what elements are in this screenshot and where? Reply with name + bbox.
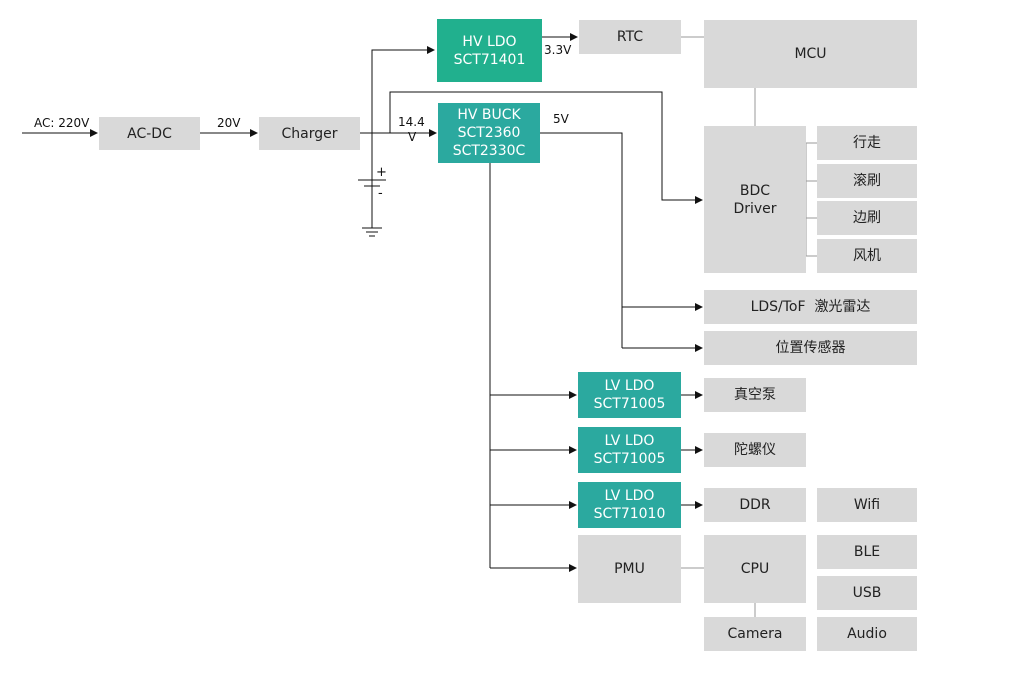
gyro-block: 陀螺仪: [704, 433, 806, 467]
camera-label: Camera: [727, 626, 783, 642]
bdc-label-2: Driver: [733, 200, 777, 217]
lv-ldo-3-part: SCT71010: [593, 506, 666, 522]
hv-ldo-block: HV LDO SCT71401: [437, 19, 542, 82]
lds-tof-block: LDS/ToF 激光雷达: [704, 290, 917, 324]
lv-ldo-1-name: LV LDO: [604, 378, 655, 394]
bdc-label-1: BDC: [739, 182, 771, 199]
cpu-block: CPU: [704, 535, 806, 603]
pmu-block: PMU: [578, 535, 681, 603]
audio-block: Audio: [817, 617, 917, 651]
position-sensor-label: 位置传感器: [775, 340, 846, 356]
battery-plus: +: [376, 165, 387, 180]
acdc-label: AC-DC: [127, 125, 172, 142]
lv-ldo-3-block: LV LDO SCT71010: [578, 482, 681, 528]
motor-walk-label: 行走: [853, 135, 881, 151]
rtc-block: RTC: [579, 20, 681, 54]
vacuum-pump-block: 真空泵: [704, 378, 806, 412]
lv-ldo-2-block: LV LDO SCT71005: [578, 427, 681, 473]
rtc-label: RTC: [616, 29, 644, 45]
audio-label: Audio: [847, 626, 887, 642]
motor-walk-block: 行走: [817, 126, 917, 160]
lv-ldo-2-part: SCT71005: [593, 451, 666, 467]
lv-ldo-3-name: LV LDO: [604, 488, 655, 504]
line-to-bdc: [389, 91, 703, 204]
voltage-20v: 20V: [217, 116, 241, 130]
cpu-label: CPU: [740, 561, 770, 577]
lds-tof-label: LDS/ToF 激光雷达: [750, 299, 871, 315]
voltage-3v3: 3.3V: [544, 43, 572, 57]
charger-label: Charger: [281, 125, 338, 142]
ble-label: BLE: [853, 544, 881, 560]
lv-ldo-1-block: LV LDO SCT71005: [578, 372, 681, 418]
line-5v-branch: [540, 132, 623, 348]
voltage-14v4-value: 14.4: [398, 115, 425, 129]
battery-minus: -: [378, 186, 383, 201]
motor-side-brush-label: 边刷: [853, 210, 881, 226]
lv-ldo-1-part: SCT71005: [593, 396, 666, 412]
motor-side-brush-block: 边刷: [817, 201, 917, 235]
wifi-label: Wifi: [853, 497, 881, 513]
ac-input-label: AC: 220V: [34, 116, 90, 130]
hv-buck-block: HV BUCK SCT2360 SCT2330C: [438, 103, 540, 163]
bdc-driver-block: BDC Driver: [704, 126, 806, 273]
motor-fan-label: 风机: [853, 248, 881, 264]
lv-ldo-2-name: LV LDO: [604, 433, 655, 449]
wifi-block: Wifi: [817, 488, 917, 522]
hv-buck-name: HV BUCK: [457, 107, 521, 123]
position-sensor-block: 位置传感器: [704, 331, 917, 365]
usb-label: USB: [852, 585, 882, 601]
motor-fan-block: 风机: [817, 239, 917, 273]
line-to-hv-ldo: [371, 46, 435, 228]
acdc-block: AC-DC: [99, 117, 200, 150]
mcu-block: MCU: [704, 20, 917, 88]
hv-ldo-part: SCT71401: [453, 51, 526, 68]
mcu-label: MCU: [794, 46, 827, 62]
ddr-block: DDR: [704, 488, 806, 522]
hv-buck-part-2: SCT2330C: [452, 143, 526, 159]
motor-roller-brush-block: 滚刷: [817, 164, 917, 198]
vacuum-pump-label: 真空泵: [734, 387, 776, 403]
charger-block: Charger: [259, 117, 360, 150]
ddr-label: DDR: [739, 497, 771, 513]
gyro-label: 陀螺仪: [734, 442, 776, 458]
hv-buck-part-1: SCT2360: [457, 125, 521, 141]
usb-block: USB: [817, 576, 917, 610]
camera-block: Camera: [704, 617, 806, 651]
voltage-14v4-unit: V: [408, 130, 417, 144]
voltage-5v: 5V: [553, 112, 569, 126]
ble-block: BLE: [817, 535, 917, 569]
hv-ldo-name: HV LDO: [462, 33, 517, 50]
pmu-label: PMU: [614, 561, 645, 577]
motor-roller-brush-label: 滚刷: [853, 173, 881, 189]
